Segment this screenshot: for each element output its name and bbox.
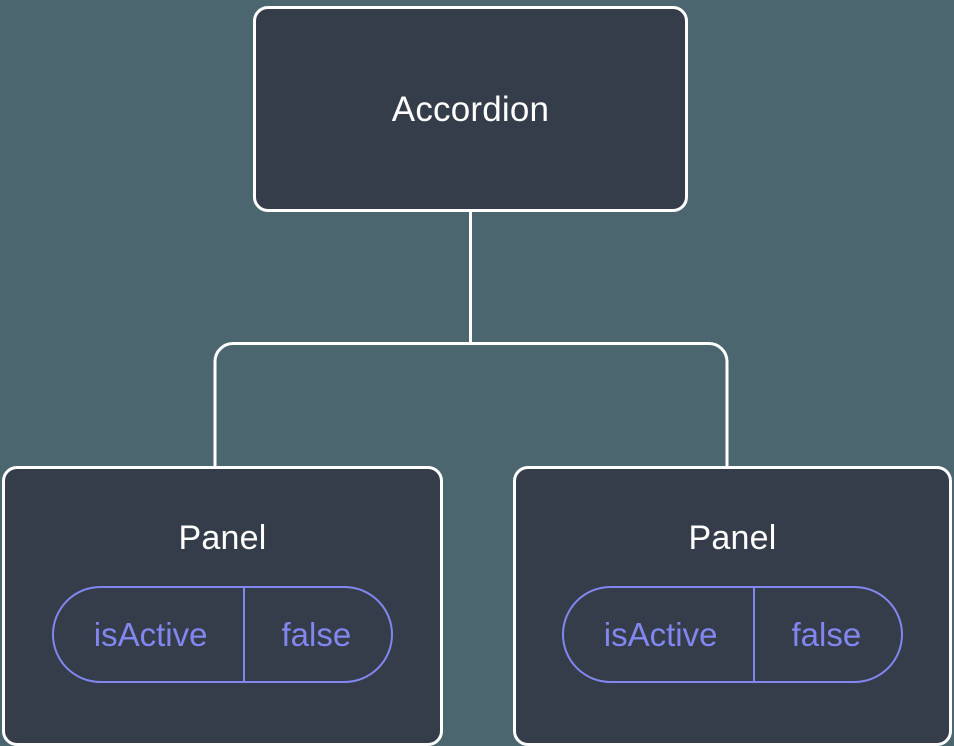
- edge-root-to-panel-left: [213, 342, 471, 467]
- node-accordion[interactable]: Accordion: [253, 6, 688, 212]
- edge-root-to-panel-right: [470, 342, 729, 467]
- prop-badge-value: false: [753, 588, 901, 681]
- prop-badge-key: isActive: [603, 616, 718, 653]
- node-title: Accordion: [391, 89, 550, 129]
- node-panel-2[interactable]: Panel isActive false: [513, 466, 952, 746]
- node-panel-1[interactable]: Panel isActive false: [2, 466, 443, 746]
- node-title: Panel: [178, 519, 267, 557]
- node-title: Panel: [688, 519, 777, 557]
- prop-badge-value: false: [243, 588, 391, 681]
- prop-badge-isactive[interactable]: isActive false: [51, 586, 394, 683]
- prop-badge-isactive[interactable]: isActive false: [561, 586, 904, 683]
- prop-badge-key: isActive: [93, 616, 208, 653]
